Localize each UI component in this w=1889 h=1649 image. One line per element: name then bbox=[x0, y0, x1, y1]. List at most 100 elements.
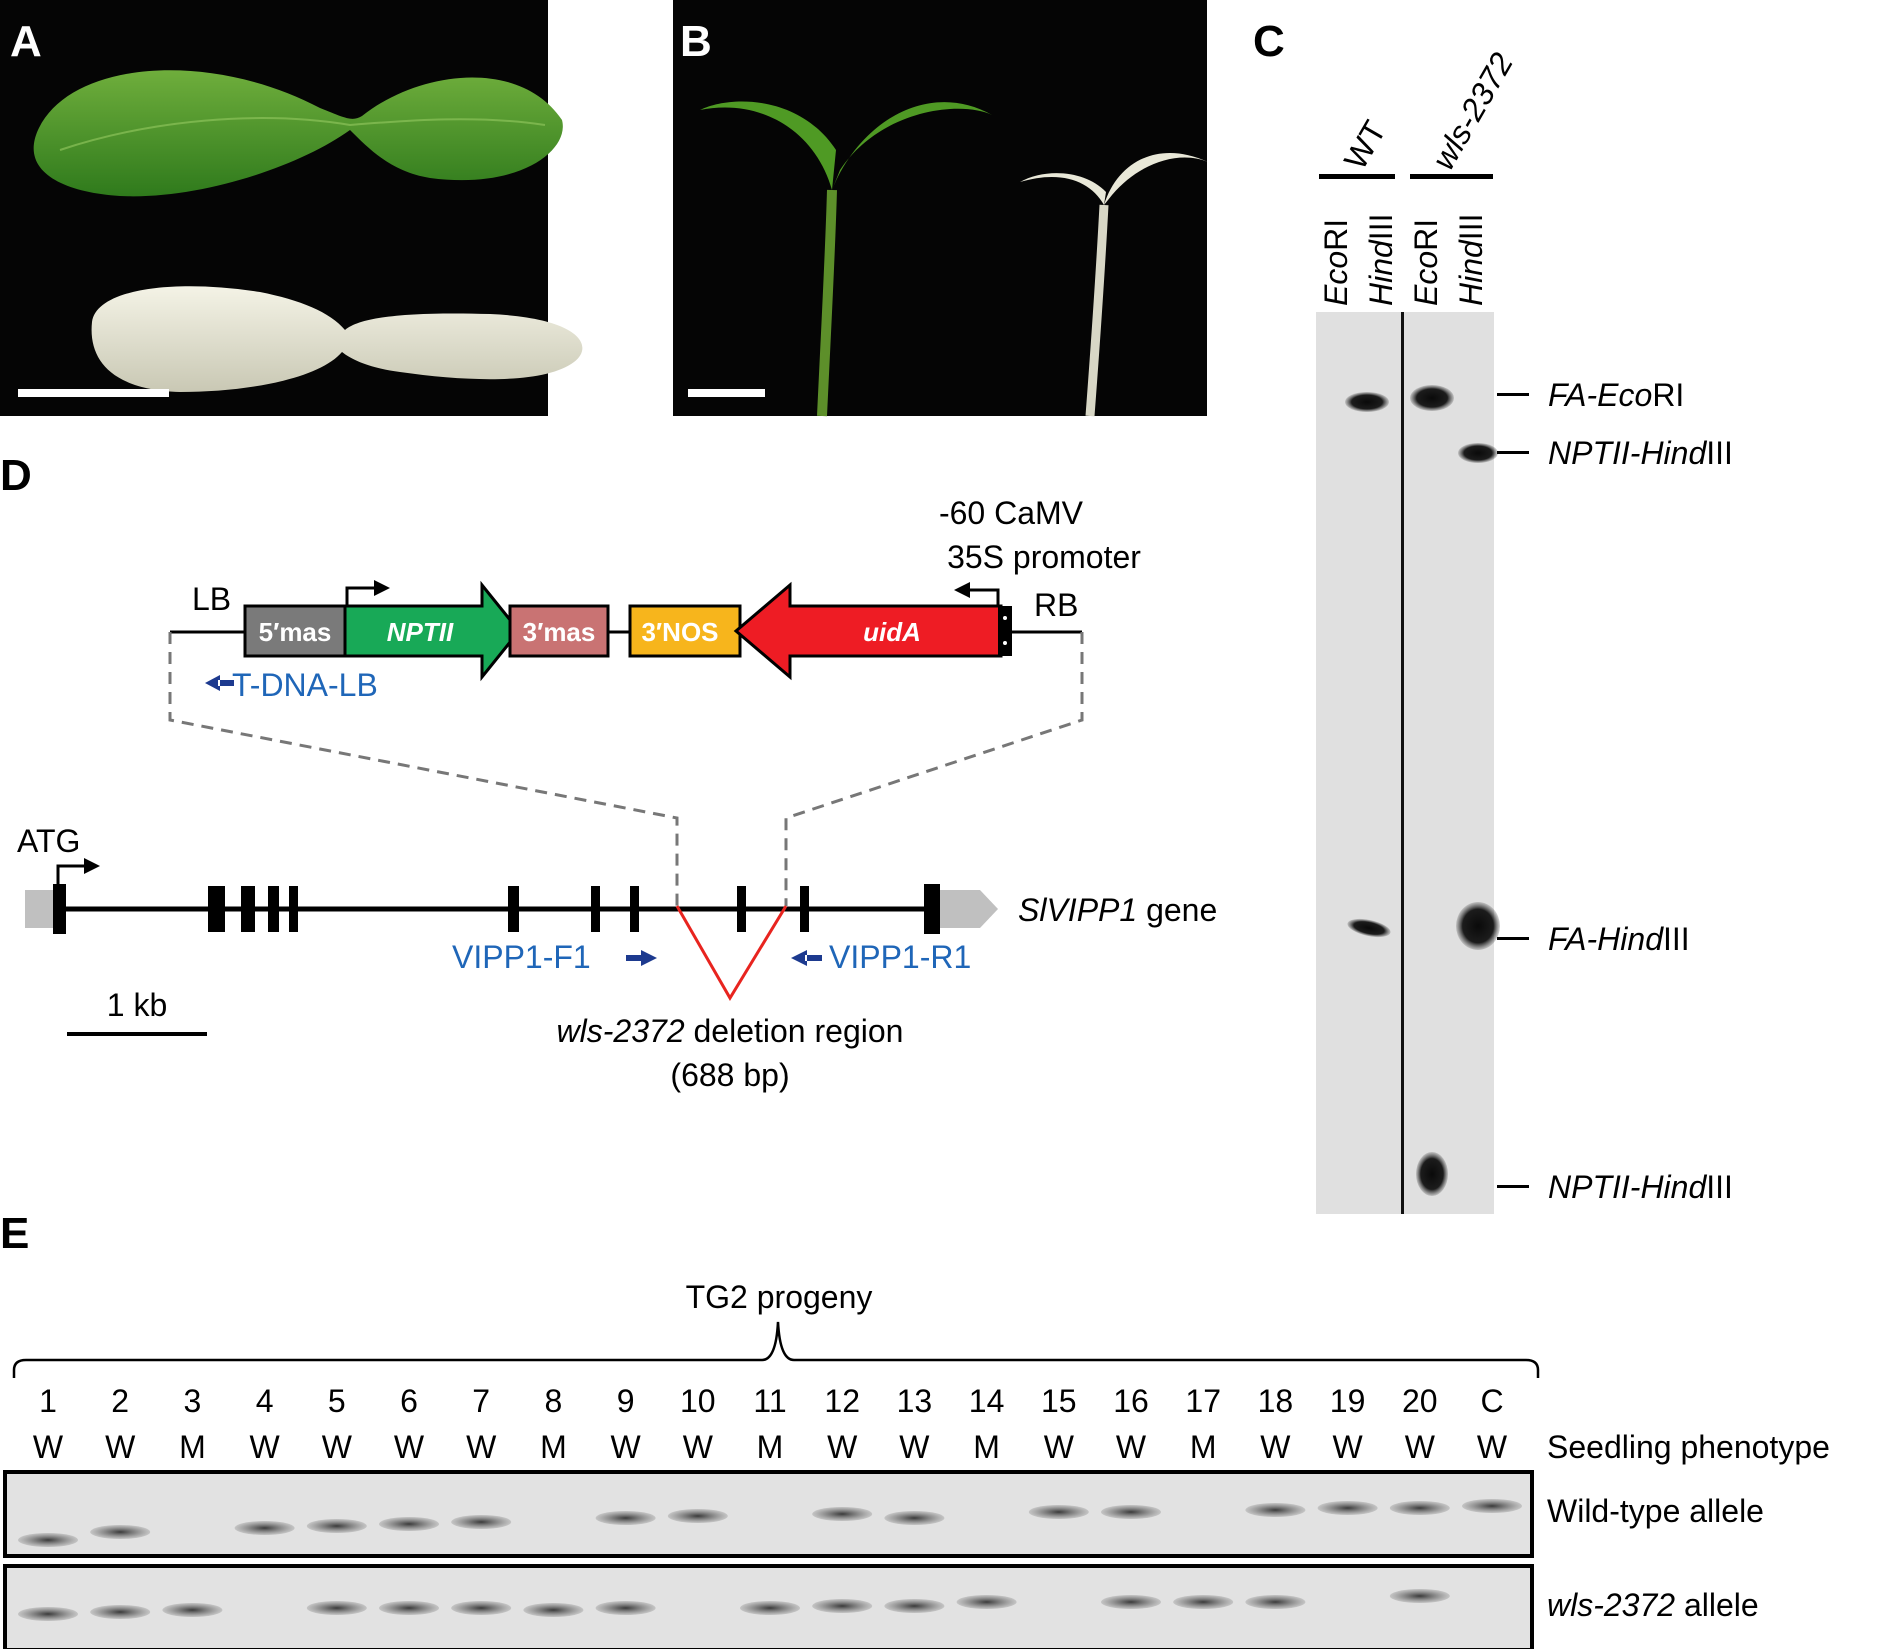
exon bbox=[800, 886, 809, 932]
seedling-phenotype: W bbox=[322, 1429, 353, 1465]
pcr-band bbox=[740, 1601, 800, 1615]
lane-number: 20 bbox=[1402, 1383, 1438, 1419]
exon bbox=[208, 886, 225, 932]
pcr-band bbox=[667, 1509, 728, 1523]
lane-number: 7 bbox=[472, 1383, 490, 1419]
phenotype-row-label: Seedling phenotype bbox=[1547, 1429, 1830, 1465]
nos3-label: 3′NOS bbox=[641, 617, 718, 647]
pcr-band bbox=[1317, 1501, 1378, 1515]
seedling-phenotype: M bbox=[973, 1429, 1000, 1465]
panel-b-photo bbox=[673, 0, 1207, 416]
atg-start-arrow bbox=[56, 864, 86, 888]
pcr-band bbox=[812, 1507, 873, 1521]
scale-bar-label: 1 kb bbox=[107, 987, 167, 1023]
white-cotyledon-photo bbox=[91, 286, 583, 392]
lane-number: 18 bbox=[1258, 1383, 1294, 1419]
deletion-region-marker bbox=[675, 905, 788, 1001]
blot-lane-label: HindIII bbox=[1363, 214, 1399, 306]
exon bbox=[289, 886, 298, 932]
deletion-size-label: (688 bp) bbox=[670, 1057, 789, 1093]
green-cotyledon-photo bbox=[33, 70, 563, 197]
nptii-label: NPTII bbox=[387, 617, 454, 647]
pcr-band bbox=[1389, 1589, 1450, 1603]
promoter-dot bbox=[1003, 616, 1007, 620]
lane-number: 6 bbox=[400, 1383, 418, 1419]
pcr-band bbox=[90, 1525, 151, 1539]
panel-a: A bbox=[0, 0, 583, 416]
seedling-phenotype: W bbox=[33, 1429, 64, 1465]
vipp1-f1-primer-label: VIPP1-F1 bbox=[452, 939, 591, 975]
pcr-band bbox=[595, 1601, 656, 1615]
seedling-phenotype: W bbox=[1477, 1429, 1508, 1465]
pcr-band bbox=[1173, 1595, 1234, 1609]
mas3-label: 3′mas bbox=[523, 617, 596, 647]
seedling-phenotype: W bbox=[105, 1429, 136, 1465]
blot-band bbox=[1347, 918, 1391, 938]
panel-d-label: D bbox=[0, 451, 32, 500]
blot-group-underline-mutant bbox=[1410, 174, 1493, 179]
nptii-gene-arrow bbox=[343, 580, 521, 682]
lane-number: 3 bbox=[184, 1383, 202, 1419]
exon bbox=[268, 886, 279, 932]
panel-b: B bbox=[673, 0, 1208, 417]
panel-a-scale-bar bbox=[18, 389, 169, 397]
blot-divider bbox=[1401, 312, 1404, 1214]
panel-b-scale-bar bbox=[688, 389, 765, 397]
lane-number: 1 bbox=[39, 1383, 57, 1419]
mas5-label: 5′mas bbox=[259, 617, 332, 647]
green-cotyledon-vein bbox=[59, 117, 546, 151]
band-callout-line bbox=[1497, 1185, 1529, 1188]
nptii-promoter-arrow bbox=[345, 586, 376, 606]
band-callout-line bbox=[1497, 937, 1529, 940]
pcr-band bbox=[1462, 1499, 1522, 1513]
promoter-dot bbox=[1003, 641, 1007, 645]
seedling-phenotype: M bbox=[1190, 1429, 1217, 1465]
panel-a-label: A bbox=[10, 17, 42, 66]
pcr-band bbox=[306, 1601, 367, 1615]
pcr-band bbox=[451, 1515, 512, 1529]
promoter-label-line2: 35S promoter bbox=[947, 539, 1141, 575]
blot-band bbox=[1345, 392, 1389, 412]
blot-band bbox=[1456, 902, 1500, 950]
seedling-phenotype: W bbox=[249, 1429, 280, 1465]
wild-type-allele-bands bbox=[18, 1499, 1522, 1547]
pcr-band bbox=[379, 1517, 439, 1531]
panel-b-label: B bbox=[680, 17, 712, 66]
lane-number: 4 bbox=[256, 1383, 274, 1419]
gene-label: SlVIPP1 gene bbox=[1018, 892, 1217, 928]
primer-arrow-icon bbox=[791, 950, 822, 966]
pcr-band bbox=[306, 1519, 367, 1533]
35s-promoter-box bbox=[998, 606, 1012, 656]
lane-number: 16 bbox=[1113, 1383, 1149, 1419]
seedling-phenotype: W bbox=[394, 1429, 425, 1465]
seedling-phenotype: W bbox=[466, 1429, 497, 1465]
exon bbox=[241, 886, 255, 932]
pcr-band bbox=[595, 1511, 656, 1525]
pcr-band bbox=[162, 1603, 223, 1617]
pcr-band bbox=[884, 1511, 945, 1525]
mas3-element bbox=[508, 604, 610, 658]
lane-number: C bbox=[1480, 1383, 1503, 1419]
blot-band bbox=[1416, 1152, 1448, 1196]
scale-bar bbox=[67, 1032, 207, 1036]
band-label: NPTII-HindIII bbox=[1548, 435, 1733, 471]
white-seedling-right-cotyledon bbox=[1104, 153, 1208, 205]
seedling-phenotype: W bbox=[1116, 1429, 1147, 1465]
pcr-band bbox=[1028, 1505, 1089, 1519]
primer-arrow-icon bbox=[205, 675, 234, 691]
lane-number: 17 bbox=[1185, 1383, 1221, 1419]
wild-type-allele-gel bbox=[3, 1470, 1534, 1558]
progeny-title: TG2 progeny bbox=[686, 1279, 873, 1315]
band-label: FA-HindIII bbox=[1548, 921, 1690, 957]
band-callout-line bbox=[1497, 393, 1529, 396]
uida-gene-arrow bbox=[733, 581, 1003, 681]
pcr-band bbox=[523, 1603, 584, 1617]
uida-label: uidA bbox=[863, 617, 921, 647]
pcr-band bbox=[451, 1601, 512, 1615]
lane-number: 13 bbox=[897, 1383, 933, 1419]
pcr-band bbox=[884, 1599, 945, 1613]
pcr-band bbox=[18, 1533, 78, 1547]
